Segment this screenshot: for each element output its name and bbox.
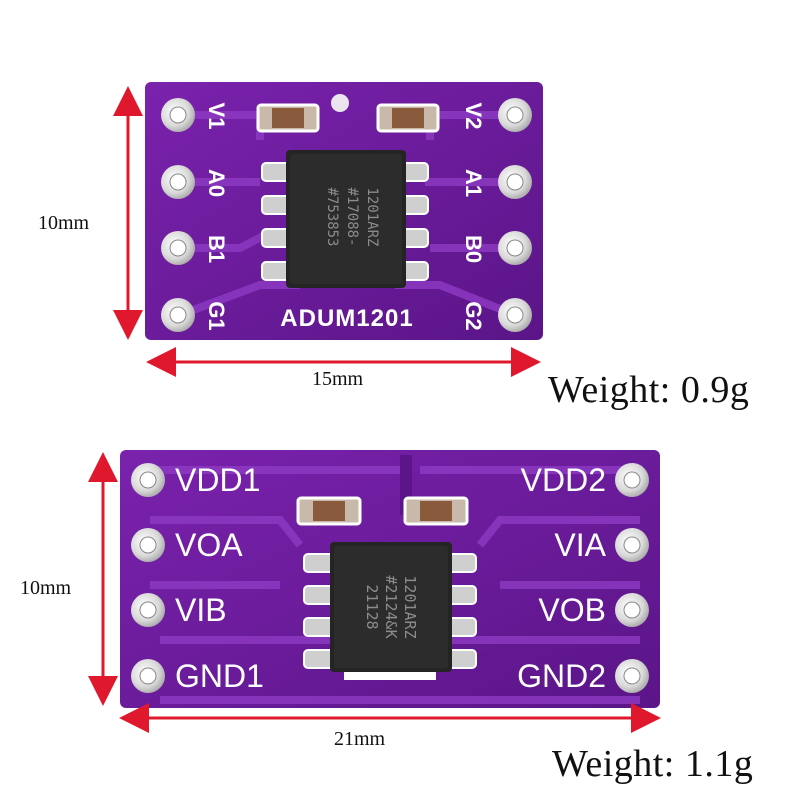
board1-height-label: 10mm	[38, 212, 90, 234]
board1-weight: Weight: 0.9g	[548, 369, 750, 411]
pad	[131, 593, 165, 627]
board2-width-label: 21mm	[334, 728, 386, 750]
board2-chip	[303, 542, 477, 680]
dimension-arrows	[88, 86, 661, 733]
board2-weight: Weight: 1.1g	[552, 743, 754, 785]
pad	[161, 98, 195, 132]
board1-pads	[161, 98, 532, 332]
pad	[131, 659, 165, 693]
pad	[131, 528, 165, 562]
pad	[498, 298, 532, 332]
pad	[498, 231, 532, 265]
board2-pads	[131, 463, 649, 693]
pad	[615, 593, 649, 627]
pad	[498, 98, 532, 132]
pad	[131, 463, 165, 497]
pad	[498, 165, 532, 199]
board2-capacitors	[296, 496, 469, 526]
board1-capacitors	[256, 103, 440, 133]
pad	[615, 659, 649, 693]
board1-width-label: 15mm	[312, 368, 364, 390]
pad	[161, 231, 195, 265]
board2-height-label: 10mm	[20, 577, 72, 599]
pad	[161, 165, 195, 199]
pad	[615, 463, 649, 497]
pad	[161, 298, 195, 332]
board1-chip	[261, 150, 429, 288]
pad	[615, 528, 649, 562]
